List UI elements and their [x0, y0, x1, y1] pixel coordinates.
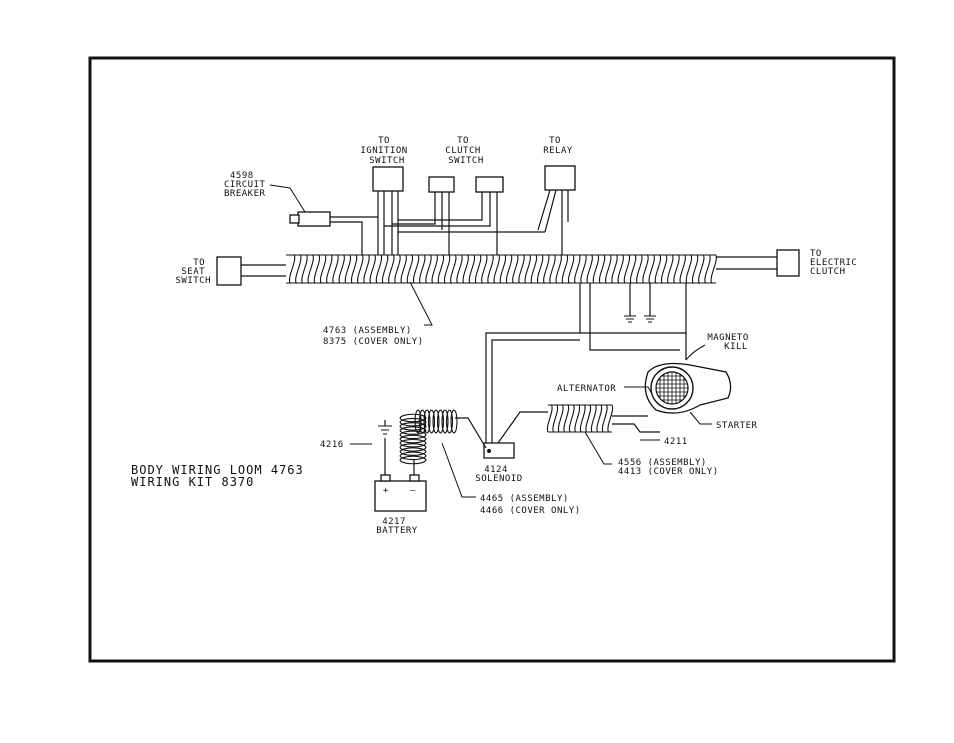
main-wiring-loom	[286, 254, 717, 284]
label-battery-negative: –	[410, 486, 416, 496]
alternator-leader	[624, 386, 653, 395]
label-harness-4556: 4556 (ASSEMBLY) 4413 (COVER ONLY)	[618, 458, 719, 477]
harness-4556-leader	[584, 431, 612, 465]
ground-symbols	[624, 315, 656, 323]
page-border	[88, 56, 896, 663]
top-harness-wires	[330, 189, 569, 258]
label-to-clutch-switch: TO CLUTCH SWITCH	[445, 136, 486, 166]
magneto-engine	[644, 362, 732, 414]
electric-clutch-connector	[776, 249, 800, 277]
starter-harness-wires	[497, 411, 660, 444]
battery-cable	[455, 417, 487, 449]
label-magneto-kill: MAGNETO KILL	[707, 333, 754, 352]
label-cable-4211: 4211	[664, 437, 688, 447]
label-to-relay: TO RELAY	[543, 136, 573, 156]
diagram-title: BODY WIRING LOOM 4763 WIRING KIT 8370	[131, 463, 312, 489]
loom-leader-line	[409, 281, 433, 326]
solenoid	[483, 442, 515, 459]
circuit-breaker	[297, 211, 331, 227]
clutch-switch-connector-b	[475, 176, 504, 193]
label-to-electric-clutch: TO ELECTRIC CLUTCH	[810, 249, 863, 277]
lower-loom-wires	[579, 283, 687, 360]
label-circuit-breaker: 4598 CIRCUIT BREAKER	[224, 171, 271, 199]
label-starter: STARTER	[716, 421, 758, 431]
starter-leader	[689, 411, 712, 425]
label-harness-4465: 4465 (ASSEMBLY) 4466 (COVER ONLY)	[480, 494, 581, 516]
starter-harness-coil	[546, 404, 614, 433]
seat-switch-connector	[216, 256, 242, 286]
electric-clutch-wires	[715, 256, 777, 270]
label-loom-part-numbers: 4763 (ASSEMBLY) 8375 (COVER ONLY)	[323, 326, 424, 347]
circuit-breaker-stud	[289, 214, 300, 224]
battery	[374, 420, 427, 512]
magneto-leader	[685, 344, 706, 361]
battery-harness-coil	[399, 409, 458, 465]
label-alternator: ALTERNATOR	[557, 384, 616, 394]
ignition-switch-connector	[372, 166, 404, 192]
breaker-leader	[269, 184, 306, 213]
label-battery: 4217 BATTERY	[376, 517, 418, 536]
seat-switch-wires	[241, 264, 288, 277]
relay-connector	[544, 165, 576, 191]
label-ground-4216: 4216	[320, 440, 344, 450]
label-to-seat-switch: TO SEAT SWITCH	[175, 258, 211, 286]
clutch-switch-connector-a	[428, 176, 455, 193]
label-battery-positive: +	[383, 486, 389, 496]
harness-4465-leader	[441, 442, 476, 498]
label-solenoid: 4124 SOLENOID	[475, 465, 522, 484]
solenoid-feed-wires	[485, 332, 580, 443]
label-to-ignition-switch: TO IGNITION SWITCH	[360, 136, 413, 166]
